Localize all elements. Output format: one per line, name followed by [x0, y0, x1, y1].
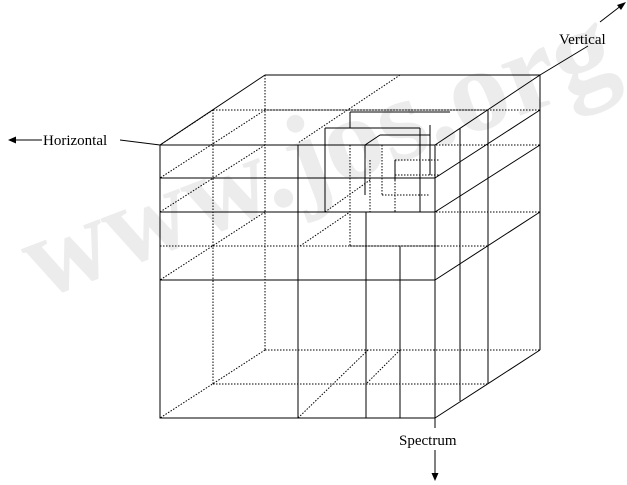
spectrum-arrow-icon	[431, 473, 439, 481]
horizontal-axis: Horizontal	[8, 133, 161, 149]
vertical-label: Vertical	[559, 32, 606, 48]
vertical-axis-line	[539, 45, 589, 76]
horizontal-arrow-icon	[8, 136, 16, 144]
vertical-arrow-icon	[617, 2, 626, 10]
spectrum-label: Spectrum	[399, 433, 457, 449]
watermark: www.jos.org	[2, 0, 627, 324]
vertical-axis-line-upper	[599, 4, 623, 23]
spectrum-axis: Spectrum	[399, 418, 457, 481]
vertical-axis: Vertical	[539, 2, 626, 76]
watermark-text: www.jos.org	[2, 0, 627, 324]
outer-cube-hidden-edges	[159, 75, 540, 419]
horizontal-axis-connector	[119, 139, 161, 146]
outer-cube-visible-edges	[159, 74, 541, 419]
horizontal-label: Horizontal	[43, 133, 107, 149]
